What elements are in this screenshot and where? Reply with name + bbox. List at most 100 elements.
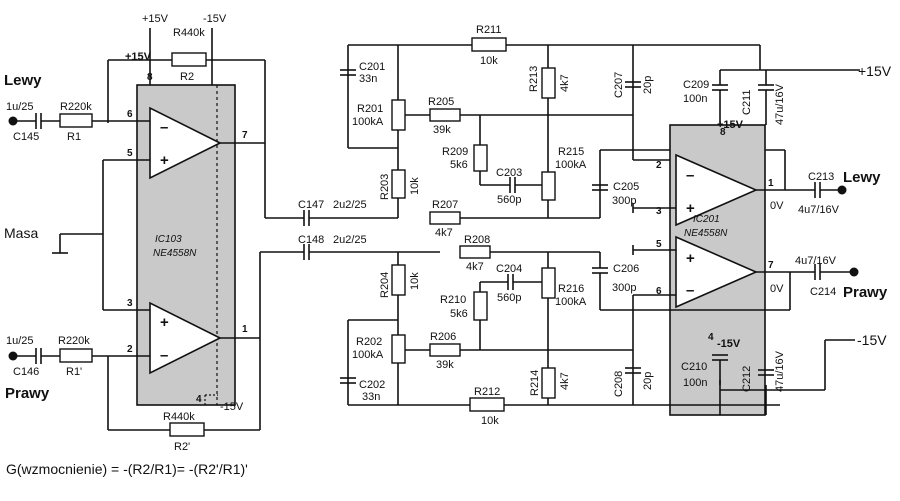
pin-ic103-7: 7 (242, 130, 248, 141)
label-c147-val: 2u2/25 (333, 199, 367, 211)
r2p-resistor (169, 422, 205, 437)
label-c204: C204 (496, 263, 522, 275)
label-c148-val: 2u2/25 (333, 234, 367, 246)
label-r202-val: 100kA (352, 349, 384, 361)
label-r203: R203 (379, 174, 391, 200)
label-r204-val: 10k (409, 272, 421, 290)
label-pos15-rail: +15V (858, 63, 892, 79)
label-r1p: R1' (66, 366, 82, 378)
opamp-a-plus: + (160, 152, 169, 169)
label-c208-val: 20p (642, 372, 654, 390)
opamp-c-minus: – (686, 167, 694, 184)
pin-ic201-4: 4 (708, 332, 714, 343)
label-r205: R205 (428, 96, 454, 108)
label-c146-val: 1u/25 (6, 335, 34, 347)
label-lewy-in: Lewy (4, 72, 42, 89)
output-prawy-terminal (849, 267, 859, 277)
label-r2p: R2' (174, 441, 190, 453)
label-r440-top: R440k (173, 27, 205, 39)
label-c210-val: 100n (683, 377, 707, 389)
pin-ic103-2: 2 (127, 344, 133, 355)
label-pos15-inner: +15V (125, 51, 152, 63)
label-prawy-out: Prawy (843, 284, 888, 301)
label-c206: C206 (613, 263, 639, 275)
label-r211: R211 (476, 24, 501, 36)
ic201-opamp-a (675, 153, 758, 227)
label-c214: C214 (810, 286, 836, 298)
label-r201: R201 (357, 103, 383, 115)
opamp-d-minus: – (686, 282, 694, 299)
label-pos15-top: +15V (142, 13, 169, 25)
label-c205-val: 300p (612, 195, 636, 207)
pin-ic103-4: 4 (196, 394, 202, 405)
label-r213-val: 4k7 (559, 74, 571, 92)
label-c205: C205 (613, 181, 639, 193)
label-r209: R209 (442, 146, 468, 158)
label-r212-val: 10k (481, 415, 499, 427)
gain-formula: G(wzmocnienie) = -(R2/R1)= -(R2'/R1)' (6, 461, 248, 477)
opamp-b-minus: – (160, 347, 168, 364)
label-r214-val: 4k7 (559, 372, 571, 390)
label-neg15-rail: -15V (857, 332, 887, 348)
label-r220-bot: R220k (58, 335, 90, 347)
label-neg15-top: -15V (203, 13, 227, 25)
label-r211-val: 10k (480, 55, 498, 67)
label-c213: C213 (808, 171, 834, 183)
label-c201: C201 (359, 61, 385, 73)
label-r208: R208 (464, 234, 490, 246)
pin-ic201-2: 2 (656, 160, 662, 171)
label-c212: C212 (741, 366, 753, 392)
label-c212-val: 47u/16V (774, 350, 786, 392)
label-c206-val: 300p (612, 282, 636, 294)
opamp-c-plus: + (686, 200, 695, 217)
label-r210: R210 (440, 294, 466, 306)
label-neg15-ic: -15V (717, 338, 741, 350)
label-c145-val: 1u/25 (6, 101, 34, 113)
ic201-opamp-b (675, 235, 758, 309)
label-r206: R206 (430, 331, 456, 343)
label-c145: C145 (13, 131, 39, 143)
r212-resistor (469, 397, 505, 412)
label-c147: C147 (298, 199, 324, 211)
label-c210: C210 (681, 361, 707, 373)
label-r205-val: 39k (433, 124, 451, 136)
pin-ic201-3: 3 (656, 206, 662, 217)
label-r215-val: 100kA (555, 159, 587, 171)
label-c202-val: 33n (362, 391, 380, 403)
label-c148: C148 (298, 234, 324, 246)
label-r2: R2 (180, 71, 194, 83)
label-r1: R1 (67, 131, 81, 143)
label-r216-val: 100kA (555, 296, 587, 308)
pin-ic201-7: 7 (768, 260, 774, 271)
label-lewy-out: Lewy (843, 169, 881, 186)
pin-ic103-1: 1 (242, 324, 248, 335)
label-r207-val: 4k7 (435, 227, 453, 239)
label-0v-top: 0V (770, 200, 784, 212)
label-masa: Masa (4, 225, 38, 241)
ic103-opamp-b (149, 301, 222, 375)
label-r440-bot: R440k (163, 411, 195, 423)
pin-ic103-5: 5 (127, 148, 133, 159)
pin-ic103-6: 6 (127, 109, 133, 120)
pin-ic103-3: 3 (127, 298, 133, 309)
label-c208: C208 (613, 371, 625, 397)
label-r214: R214 (529, 370, 541, 396)
label-ic201-type: NE4558N (684, 228, 728, 239)
label-r216: R216 (558, 283, 584, 295)
label-c203-val: 560p (497, 194, 521, 206)
pin-ic201-5: 5 (656, 239, 662, 250)
label-c207-val: 20p (642, 76, 654, 94)
label-c209: C209 (683, 79, 709, 91)
pin-ic201-6: 6 (656, 286, 662, 297)
label-ic201: IC201 (693, 214, 720, 225)
label-0v-bot: 0V (770, 283, 784, 295)
opamp-a-minus: – (160, 119, 168, 136)
pin-ic103-8: 8 (147, 72, 153, 83)
label-c207: C207 (613, 72, 625, 98)
r211-resistor (471, 37, 507, 52)
label-r203-val: 10k (409, 177, 421, 195)
label-r215: R215 (558, 146, 584, 158)
